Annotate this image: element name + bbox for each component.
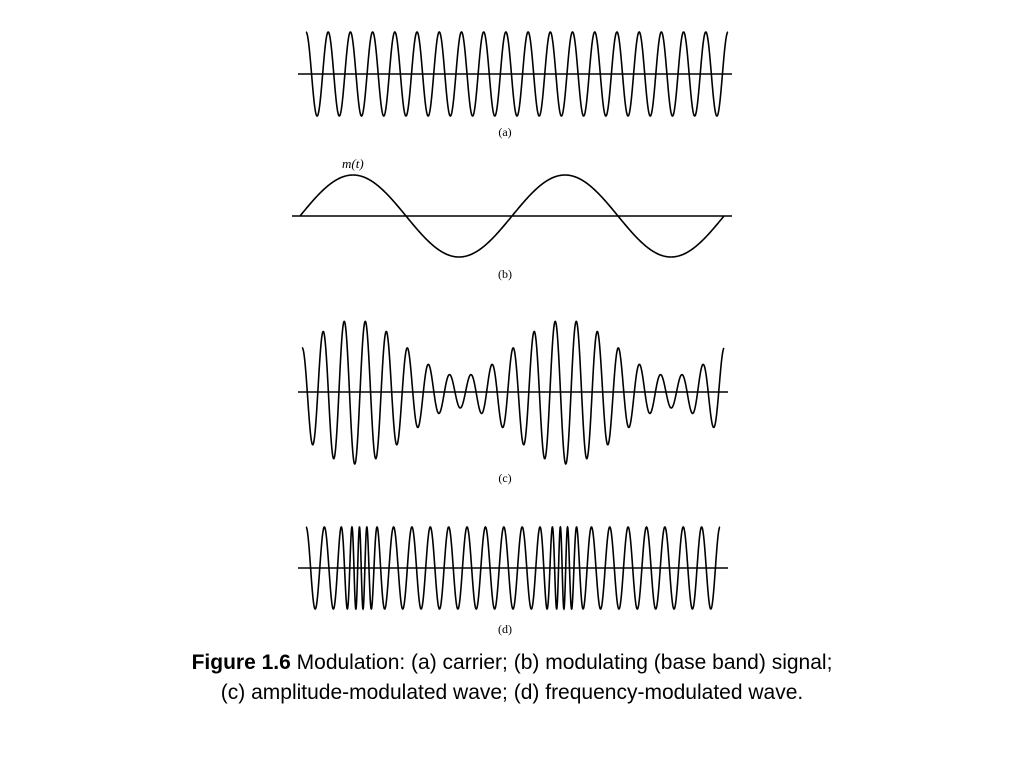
figure-number: Figure 1.6 (191, 651, 291, 674)
panel-b-label: (b) (498, 267, 512, 281)
panel-a-label: (a) (498, 125, 511, 139)
carrier-wave (305, 31, 729, 117)
panel-d-label: (d) (498, 622, 512, 636)
am-wave (301, 320, 725, 465)
panel-d: (d) (298, 525, 728, 636)
caption-line-2: (c) amplitude-modulated wave; (d) freque… (220, 681, 804, 704)
panel-a: (a) (298, 31, 732, 139)
modulating-signal-wave (299, 174, 725, 258)
caption-line-1: Figure 1.6 Modulation: (a) carrier; (b) … (0, 648, 1024, 678)
panel-c: (c) (298, 320, 728, 485)
panel-b: m(t) (b) (292, 156, 732, 281)
caption-text-1: Modulation: (a) carrier; (b) modulating … (296, 651, 833, 674)
panel-c-label: (c) (498, 471, 511, 485)
modulating-signal-label: m(t) (342, 156, 364, 171)
figure-caption: Figure 1.6 Modulation: (a) carrier; (b) … (0, 648, 1024, 708)
fm-wave (305, 525, 721, 611)
modulation-diagram: (a) m(t) (b) (c) (d) (292, 31, 732, 636)
